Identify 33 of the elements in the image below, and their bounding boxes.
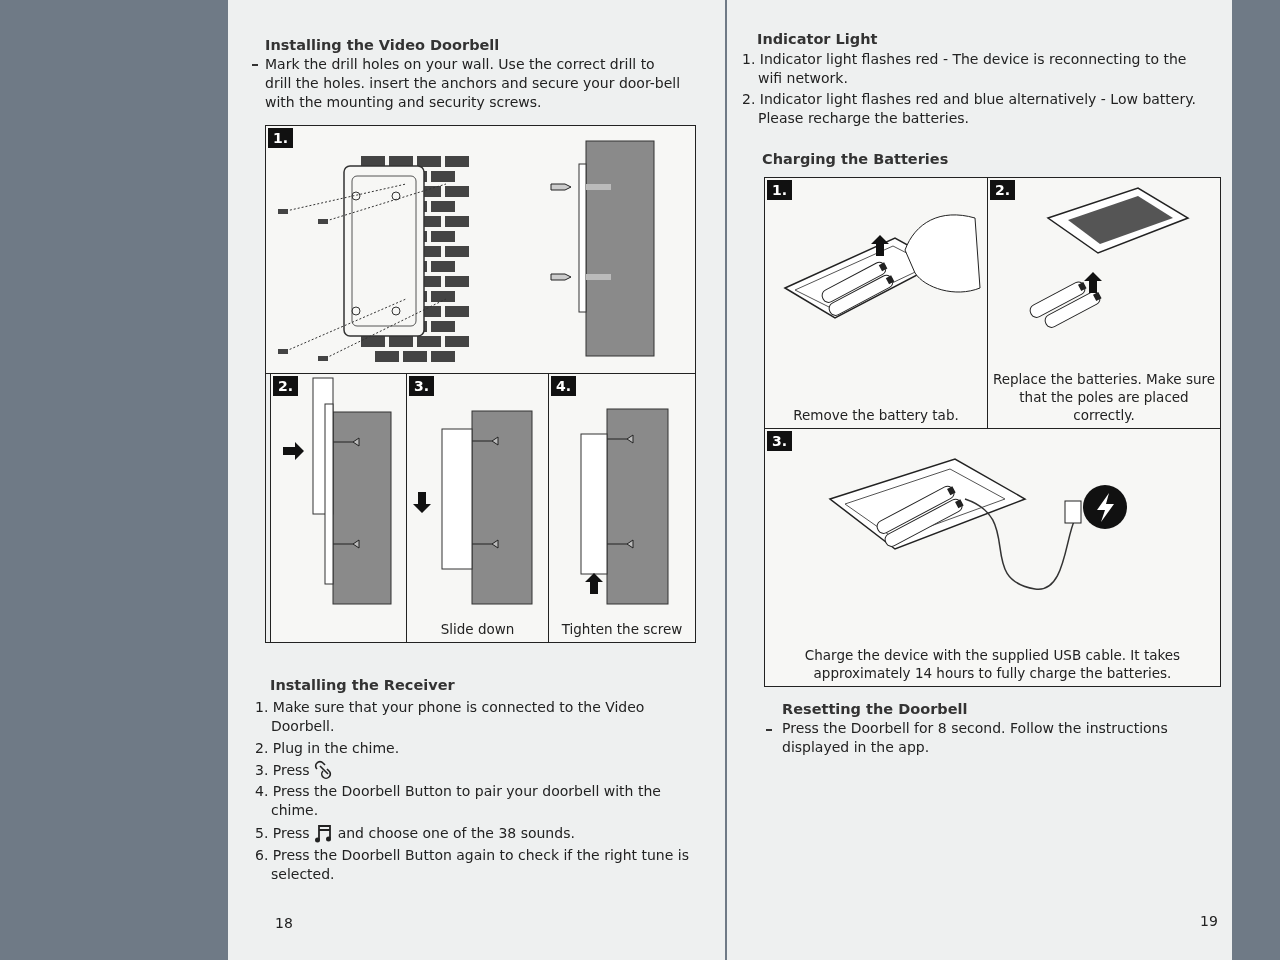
- step-number: 2.: [990, 180, 1016, 200]
- list-item: 1. Indicator light flashes red - The device is reconnecting to the wifi network.: [742, 50, 1188, 88]
- illustration-panel: [548, 373, 696, 643]
- section-heading: Indicator Light: [757, 30, 879, 49]
- list-item-text: and choose one of the 38 sounds.: [337, 823, 575, 843]
- step-number: 1.: [268, 128, 294, 148]
- illustration-panel: [406, 373, 549, 643]
- step-number: 4.: [551, 376, 577, 396]
- section-heading: Installing the Video Doorbell: [265, 36, 501, 55]
- section-heading: Charging the Batteries: [762, 150, 950, 169]
- illustration-panel: [270, 373, 407, 643]
- list-item: 4. Press the Doorbell Button to pair your doorbell with the chime.: [255, 782, 662, 820]
- instruction-text: Mark the drill holes on your wall. Use the correct drill to drill the holes. insert the anchors and secure your door-bell with the mounting and security screws.: [265, 55, 682, 112]
- illustration-panel: [764, 177, 988, 429]
- step-number: 3.: [767, 431, 793, 451]
- page-number: 18: [275, 914, 294, 933]
- step-number: 1.: [767, 180, 793, 200]
- list-item: 2. Plug in the chime.: [255, 739, 401, 758]
- list-item: 2. Indicator light flashes red and blue alternatively - Low battery. Please recharge the batteries.: [742, 90, 1197, 128]
- instruction-text: Press the Doorbell for 8 second. Follow the instructions displayed in the app.: [782, 719, 1169, 757]
- list-item: 1. Make sure that your phone is connected to the Video Doorbell.: [255, 698, 646, 736]
- section-heading: Resetting the Doorbell: [782, 700, 969, 719]
- list-item: 5. Press: [255, 823, 310, 843]
- step-caption: Replace the batteries. Make sure that the poles are placed correctly.: [992, 370, 1216, 424]
- page-number: 19: [1200, 912, 1219, 931]
- list-item: 6. Press the Doorbell Button again to check if the right tune is selected.: [255, 846, 690, 884]
- step-number: 2.: [273, 376, 299, 396]
- illustration-panel: [764, 428, 1221, 687]
- illustration-panel: [987, 177, 1221, 429]
- illustration-panel: [265, 125, 696, 374]
- step-number: 3.: [409, 376, 435, 396]
- list-item: 3. Press: [255, 760, 310, 780]
- section-heading: Installing the Receiver: [270, 676, 456, 695]
